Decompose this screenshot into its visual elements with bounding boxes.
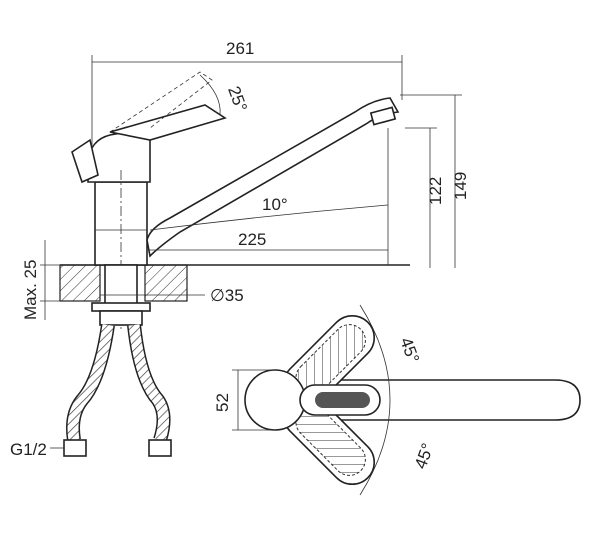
dimension-lines	[40, 55, 462, 449]
faucet-top-view	[232, 304, 581, 496]
dim-overall-length: 261	[226, 39, 254, 58]
dim-handle-angle: 25°	[224, 84, 251, 115]
dim-thread: G1/2	[10, 440, 47, 459]
dim-spout-height: 122	[426, 177, 445, 205]
dim-max-countertop: Max. 25	[21, 260, 40, 320]
dim-spout-reach: 225	[238, 230, 266, 249]
dim-hole-diameter: ∅35	[210, 286, 244, 305]
dim-rotation-right: 45°	[411, 441, 438, 472]
faucet-body-side	[71, 71, 400, 330]
dim-spout-angle: 10°	[262, 195, 288, 214]
supply-hoses	[63, 323, 172, 457]
dim-rotation-left: 45°	[396, 335, 423, 366]
dim-total-height: 149	[451, 172, 470, 200]
dim-body-width: 52	[213, 393, 232, 412]
